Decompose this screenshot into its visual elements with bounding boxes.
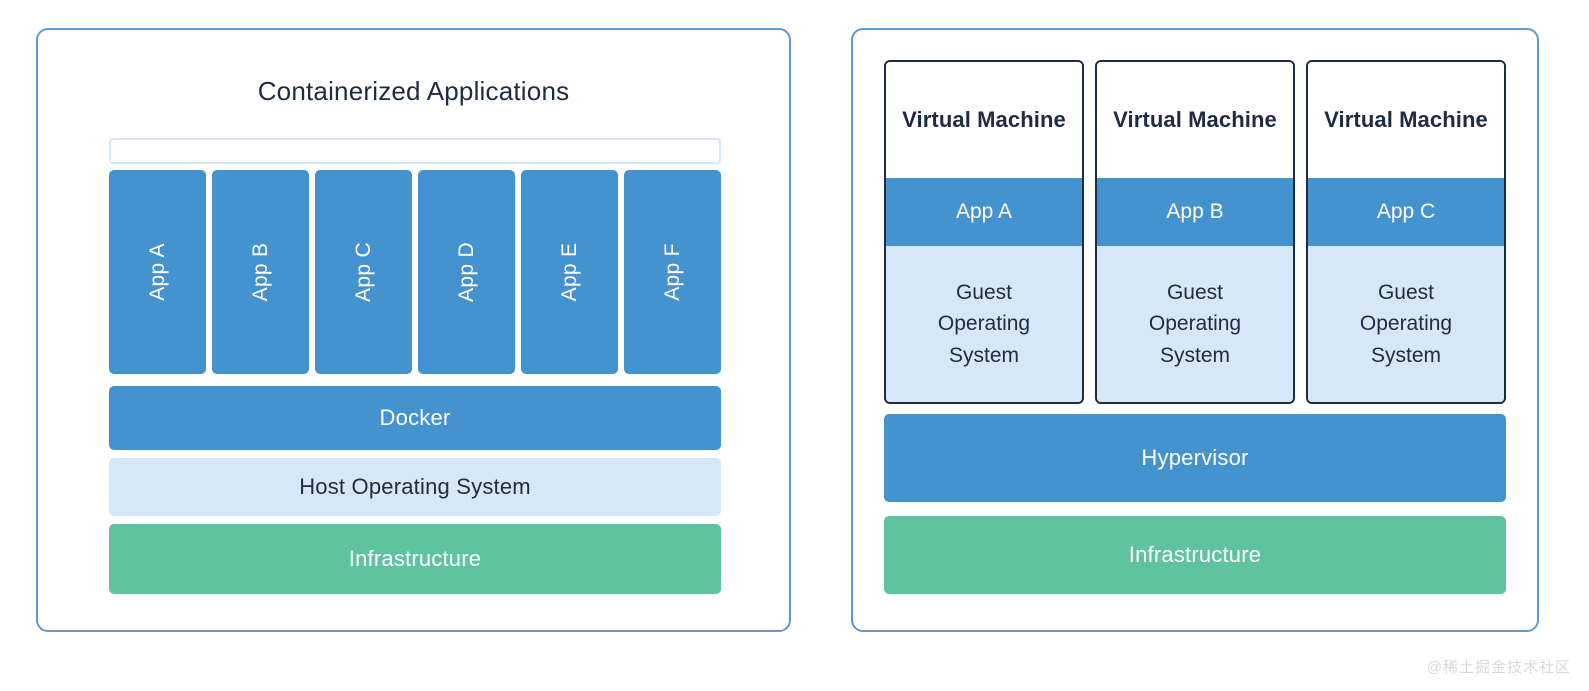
virtual-machine-2[interactable]: Virtual Machine App B Guest Operating Sy…: [1095, 60, 1295, 404]
virtual-machine-title: Virtual Machine: [1097, 62, 1293, 178]
watermark: @稀土掘金技术社区: [1426, 659, 1571, 676]
app-column-label: App B: [248, 242, 272, 302]
app-columns-row: App A App B App C App D App E App F: [109, 170, 721, 374]
app-column-label: App F: [660, 243, 684, 301]
app-column-label: App D: [454, 242, 478, 302]
virtual-machine-title: Virtual Machine: [886, 62, 1082, 178]
app-column-b[interactable]: App B: [212, 170, 309, 374]
infrastructure-layer-left[interactable]: Infrastructure: [109, 524, 721, 594]
docker-layer[interactable]: Docker: [109, 386, 721, 450]
hypervisor-layer[interactable]: Hypervisor: [884, 414, 1506, 502]
containerized-applications-panel: Containerized Applications App A App B A…: [36, 28, 791, 632]
guest-operating-system: Guest Operating System: [1308, 246, 1504, 402]
virtual-machine-title: Virtual Machine: [1308, 62, 1504, 178]
virtual-machines-panel: Virtual Machine App A Guest Operating Sy…: [851, 28, 1539, 632]
app-column-d[interactable]: App D: [418, 170, 515, 374]
infrastructure-layer-right[interactable]: Infrastructure: [884, 516, 1506, 594]
host-operating-system-layer[interactable]: Host Operating System: [109, 458, 721, 516]
app-column-f[interactable]: App F: [624, 170, 721, 374]
virtual-machine-row: Virtual Machine App A Guest Operating Sy…: [884, 60, 1506, 404]
guest-operating-system: Guest Operating System: [1097, 246, 1293, 402]
virtual-machine-app: App A: [886, 178, 1082, 246]
page-title: Containerized Applications: [257, 76, 570, 106]
app-column-e[interactable]: App E: [521, 170, 618, 374]
app-column-label: App C: [351, 242, 375, 302]
app-column-label: App E: [557, 242, 581, 302]
virtual-machine-3[interactable]: Virtual Machine App C Guest Operating Sy…: [1306, 60, 1506, 404]
virtual-machine-app: App B: [1097, 178, 1293, 246]
virtual-machine-app: App C: [1308, 178, 1504, 246]
app-column-a[interactable]: App A: [109, 170, 206, 374]
guest-operating-system: Guest Operating System: [886, 246, 1082, 402]
virtual-machine-1[interactable]: Virtual Machine App A Guest Operating Sy…: [884, 60, 1084, 404]
app-column-label: App A: [145, 243, 169, 301]
container-runtime-strip: [109, 138, 721, 164]
app-column-c[interactable]: App C: [315, 170, 412, 374]
